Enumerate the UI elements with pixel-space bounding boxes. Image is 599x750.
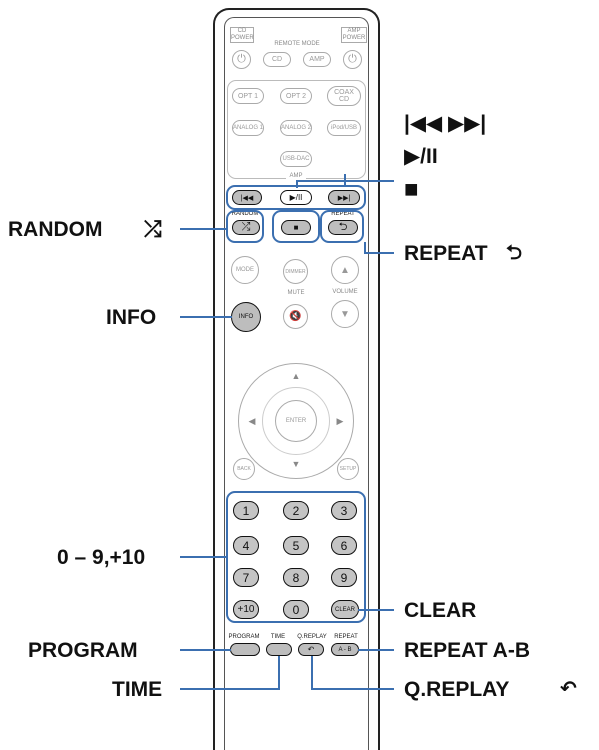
skip-callout: |◀◀ ▶▶| xyxy=(404,112,487,135)
shuffle-icon: ⤮ xyxy=(144,216,162,241)
amp-group-label: AMP xyxy=(286,173,306,180)
qreplay-callout: Q.REPLAY xyxy=(404,678,510,701)
dimmer-button[interactable]: DIMMER xyxy=(283,259,308,284)
number-4-button[interactable]: 4 xyxy=(233,536,259,555)
volume-label: VOLUME xyxy=(332,289,358,295)
opt2-button[interactable]: OPT 2 xyxy=(280,88,312,104)
remote-mode-label: REMOTE MODE xyxy=(274,41,320,47)
number-5-button[interactable]: 5 xyxy=(283,536,309,555)
numbers-callout: 0 – 9,+10 xyxy=(57,546,146,569)
skip-back-button[interactable]: |◀◀ xyxy=(232,190,262,205)
coax-cd-button[interactable]: COAX CD xyxy=(327,86,361,106)
random-group xyxy=(226,210,264,243)
stop-callout: ■ xyxy=(404,176,419,203)
time-button[interactable] xyxy=(266,643,292,656)
cd-power-label: CD POWER xyxy=(230,27,254,43)
leader-stop-v xyxy=(296,180,298,188)
remote-inner-outline xyxy=(224,17,369,750)
setup-button[interactable]: SETUP xyxy=(337,458,359,480)
mode-button[interactable]: MODE xyxy=(231,256,259,284)
number-1-button[interactable]: 1 xyxy=(233,501,259,520)
opt1-button[interactable]: OPT 1 xyxy=(232,88,264,104)
leader-stop-h xyxy=(296,180,394,182)
leader-numbers xyxy=(180,556,227,558)
up-arrow-icon[interactable]: ▲ xyxy=(291,371,301,381)
leader-qreplay-h xyxy=(311,688,394,690)
volume-up-button[interactable]: ▲ xyxy=(331,256,359,284)
repeat-callout: REPEAT xyxy=(404,242,488,265)
play-pause-button[interactable]: ▶/II xyxy=(280,190,312,205)
leader-time-v xyxy=(278,656,280,690)
time-small-label: TIME xyxy=(270,634,286,640)
number-pad-group xyxy=(226,491,366,623)
analog1-button[interactable]: ANALOG 1 xyxy=(232,120,264,136)
play-pause-callout: ▶/II xyxy=(404,145,438,168)
analog2-button[interactable]: ANALOG 2 xyxy=(280,120,312,136)
stop-group xyxy=(272,210,320,243)
mute-button[interactable]: 🔇 xyxy=(283,304,308,329)
repeat-ab-button[interactable]: A - B xyxy=(331,643,359,656)
info-button[interactable]: INFO xyxy=(231,302,261,332)
repeat-ab-small-label: REPEAT xyxy=(334,634,358,640)
enter-button[interactable]: ENTER xyxy=(275,400,317,442)
amp-power-label: AMP POWER xyxy=(341,27,367,43)
program-small-label: PROGRAM xyxy=(228,634,260,640)
leader-program xyxy=(180,649,231,651)
leader-qreplay-v xyxy=(311,656,313,690)
random-callout: RANDOM xyxy=(8,218,103,241)
plus-10-button[interactable]: +10 xyxy=(233,600,259,619)
right-arrow-icon[interactable]: ▶ xyxy=(336,416,344,426)
qreplay-button[interactable]: ↶ xyxy=(298,643,324,656)
cd-mode-button[interactable]: CD xyxy=(263,52,291,67)
repeat-small-label: REPEAT xyxy=(331,211,355,217)
skip-forward-button[interactable]: ▶▶| xyxy=(328,190,360,205)
repeat-group xyxy=(320,210,364,243)
leader-time-h xyxy=(180,688,280,690)
usb-dac-button[interactable]: USB-DAC xyxy=(280,151,312,167)
qreplay-icon: ↶ xyxy=(560,678,577,700)
program-button[interactable] xyxy=(230,643,260,656)
number-9-button[interactable]: 9 xyxy=(331,568,357,587)
down-arrow-icon[interactable]: ▼ xyxy=(291,459,301,469)
program-callout: PROGRAM xyxy=(28,639,138,662)
leader-clear xyxy=(358,609,394,611)
random-button[interactable]: ⤮ xyxy=(232,220,260,235)
number-3-button[interactable]: 3 xyxy=(331,501,357,520)
left-arrow-icon[interactable]: ◀ xyxy=(248,416,256,426)
mute-label: MUTE xyxy=(287,290,305,296)
repeat-icon: ⮌ xyxy=(506,242,523,264)
repeat-ab-callout: REPEAT A-B xyxy=(404,639,530,662)
stop-button[interactable]: ■ xyxy=(281,220,311,235)
leader-random xyxy=(180,228,228,230)
number-0-button[interactable]: 0 xyxy=(283,600,309,619)
ipod-usb-button[interactable]: iPod/USB xyxy=(327,120,361,136)
leader-repeat-ab xyxy=(358,649,394,651)
number-2-button[interactable]: 2 xyxy=(283,501,309,520)
leader-repeat xyxy=(364,252,394,254)
back-button[interactable]: BACK xyxy=(233,458,255,480)
clear-callout: CLEAR xyxy=(404,599,477,622)
number-7-button[interactable]: 7 xyxy=(233,568,259,587)
number-6-button[interactable]: 6 xyxy=(331,536,357,555)
repeat-button[interactable]: ⮌ xyxy=(328,220,358,235)
info-callout: INFO xyxy=(106,306,157,329)
random-small-label: RANDOM xyxy=(231,211,259,217)
qreplay-small-label: Q.REPLAY xyxy=(297,634,327,640)
cd-power-button[interactable]: ⏻ xyxy=(232,50,251,69)
leader-info xyxy=(180,316,232,318)
clear-button[interactable]: CLEAR xyxy=(331,600,359,619)
number-8-button[interactable]: 8 xyxy=(283,568,309,587)
amp-mode-button[interactable]: AMP xyxy=(303,52,331,67)
time-callout: TIME xyxy=(112,678,163,701)
amp-power-button[interactable]: ⏻ xyxy=(343,50,362,69)
leader-repeat-v xyxy=(364,242,366,254)
volume-down-button[interactable]: ▼ xyxy=(331,300,359,328)
